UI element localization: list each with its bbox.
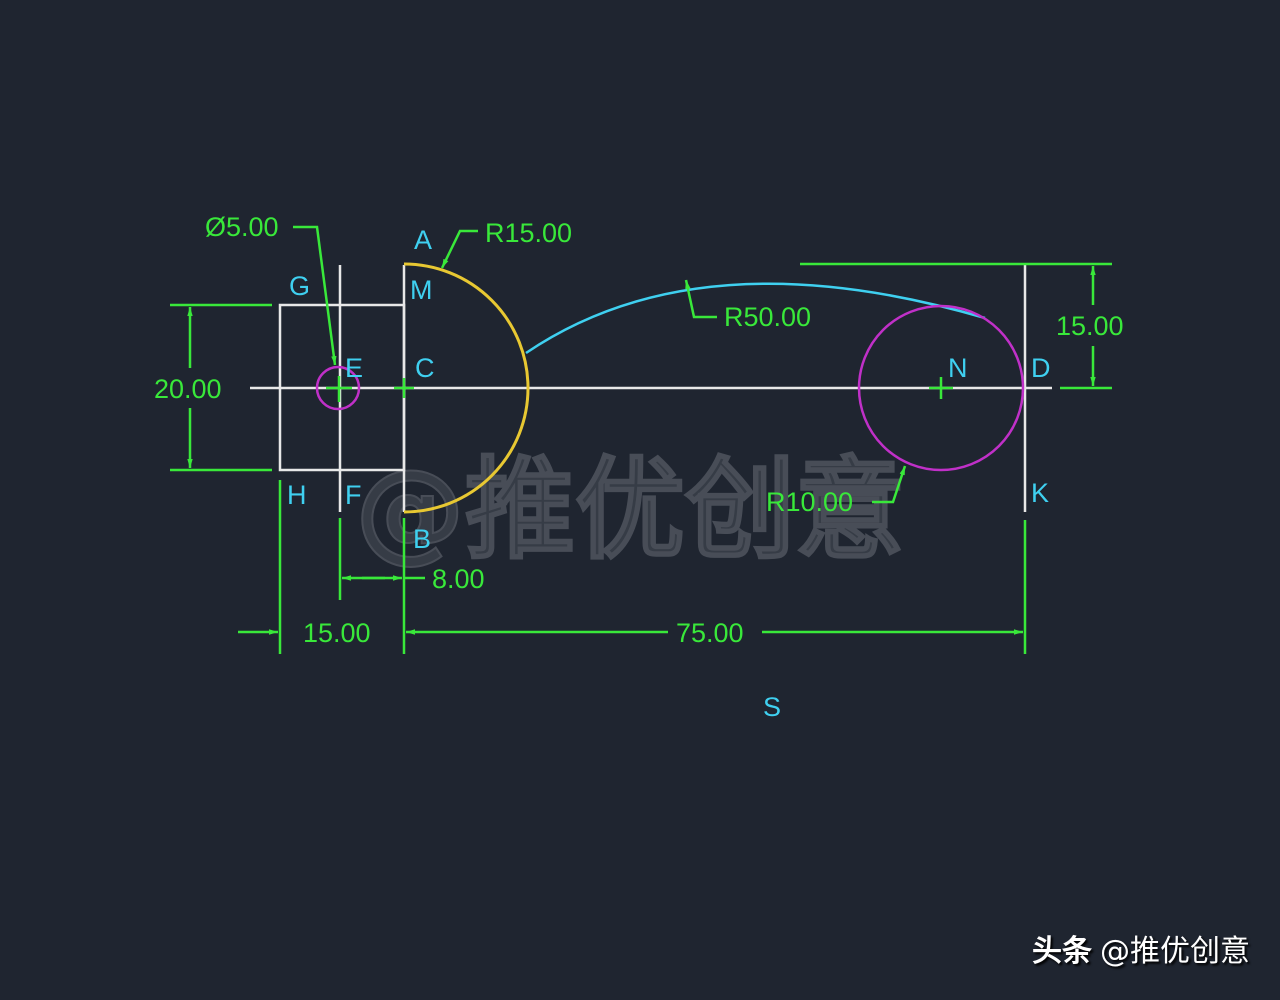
- point-label-f: F: [345, 480, 362, 510]
- footer-credit: 头条@推优创意: [1032, 926, 1250, 970]
- point-label-g: G: [289, 271, 310, 301]
- dim-radius-r50: R50.00: [724, 302, 811, 332]
- arc-r15: [403, 262, 530, 514]
- point-label-k: K: [1031, 478, 1049, 508]
- dim-width-8: 8.00: [432, 564, 485, 594]
- circle-n-r10: [857, 304, 1025, 472]
- watermark: @推优创意: [355, 446, 905, 574]
- dim-width-15: 15.00: [303, 618, 371, 648]
- dim-diameter-e: Ø5.00: [205, 212, 279, 242]
- point-label-c: C: [415, 353, 435, 383]
- dim-height-right: 15.00: [1056, 311, 1124, 341]
- point-label-s: S: [763, 692, 781, 722]
- circle-e-d5: [315, 365, 361, 411]
- point-label-m: M: [410, 275, 433, 305]
- dim-width-75: 75.00: [676, 618, 744, 648]
- arc-r50: [525, 282, 986, 355]
- center-marks: [326, 376, 953, 402]
- dim-height-left: 20.00: [154, 374, 222, 404]
- point-label-d: D: [1031, 353, 1051, 383]
- footer-brand: 头条: [1032, 934, 1092, 969]
- point-label-e: E: [345, 353, 363, 383]
- point-label-h: H: [287, 480, 307, 510]
- dimension-lines: [170, 225, 1112, 654]
- footer-handle: @推优创意: [1100, 934, 1250, 969]
- point-label-a: A: [414, 225, 432, 255]
- point-label-b: B: [413, 524, 431, 554]
- point-label-n: N: [948, 353, 968, 383]
- dim-radius-r15: R15.00: [485, 218, 572, 248]
- dim-radius-r10: R10.00: [766, 487, 853, 517]
